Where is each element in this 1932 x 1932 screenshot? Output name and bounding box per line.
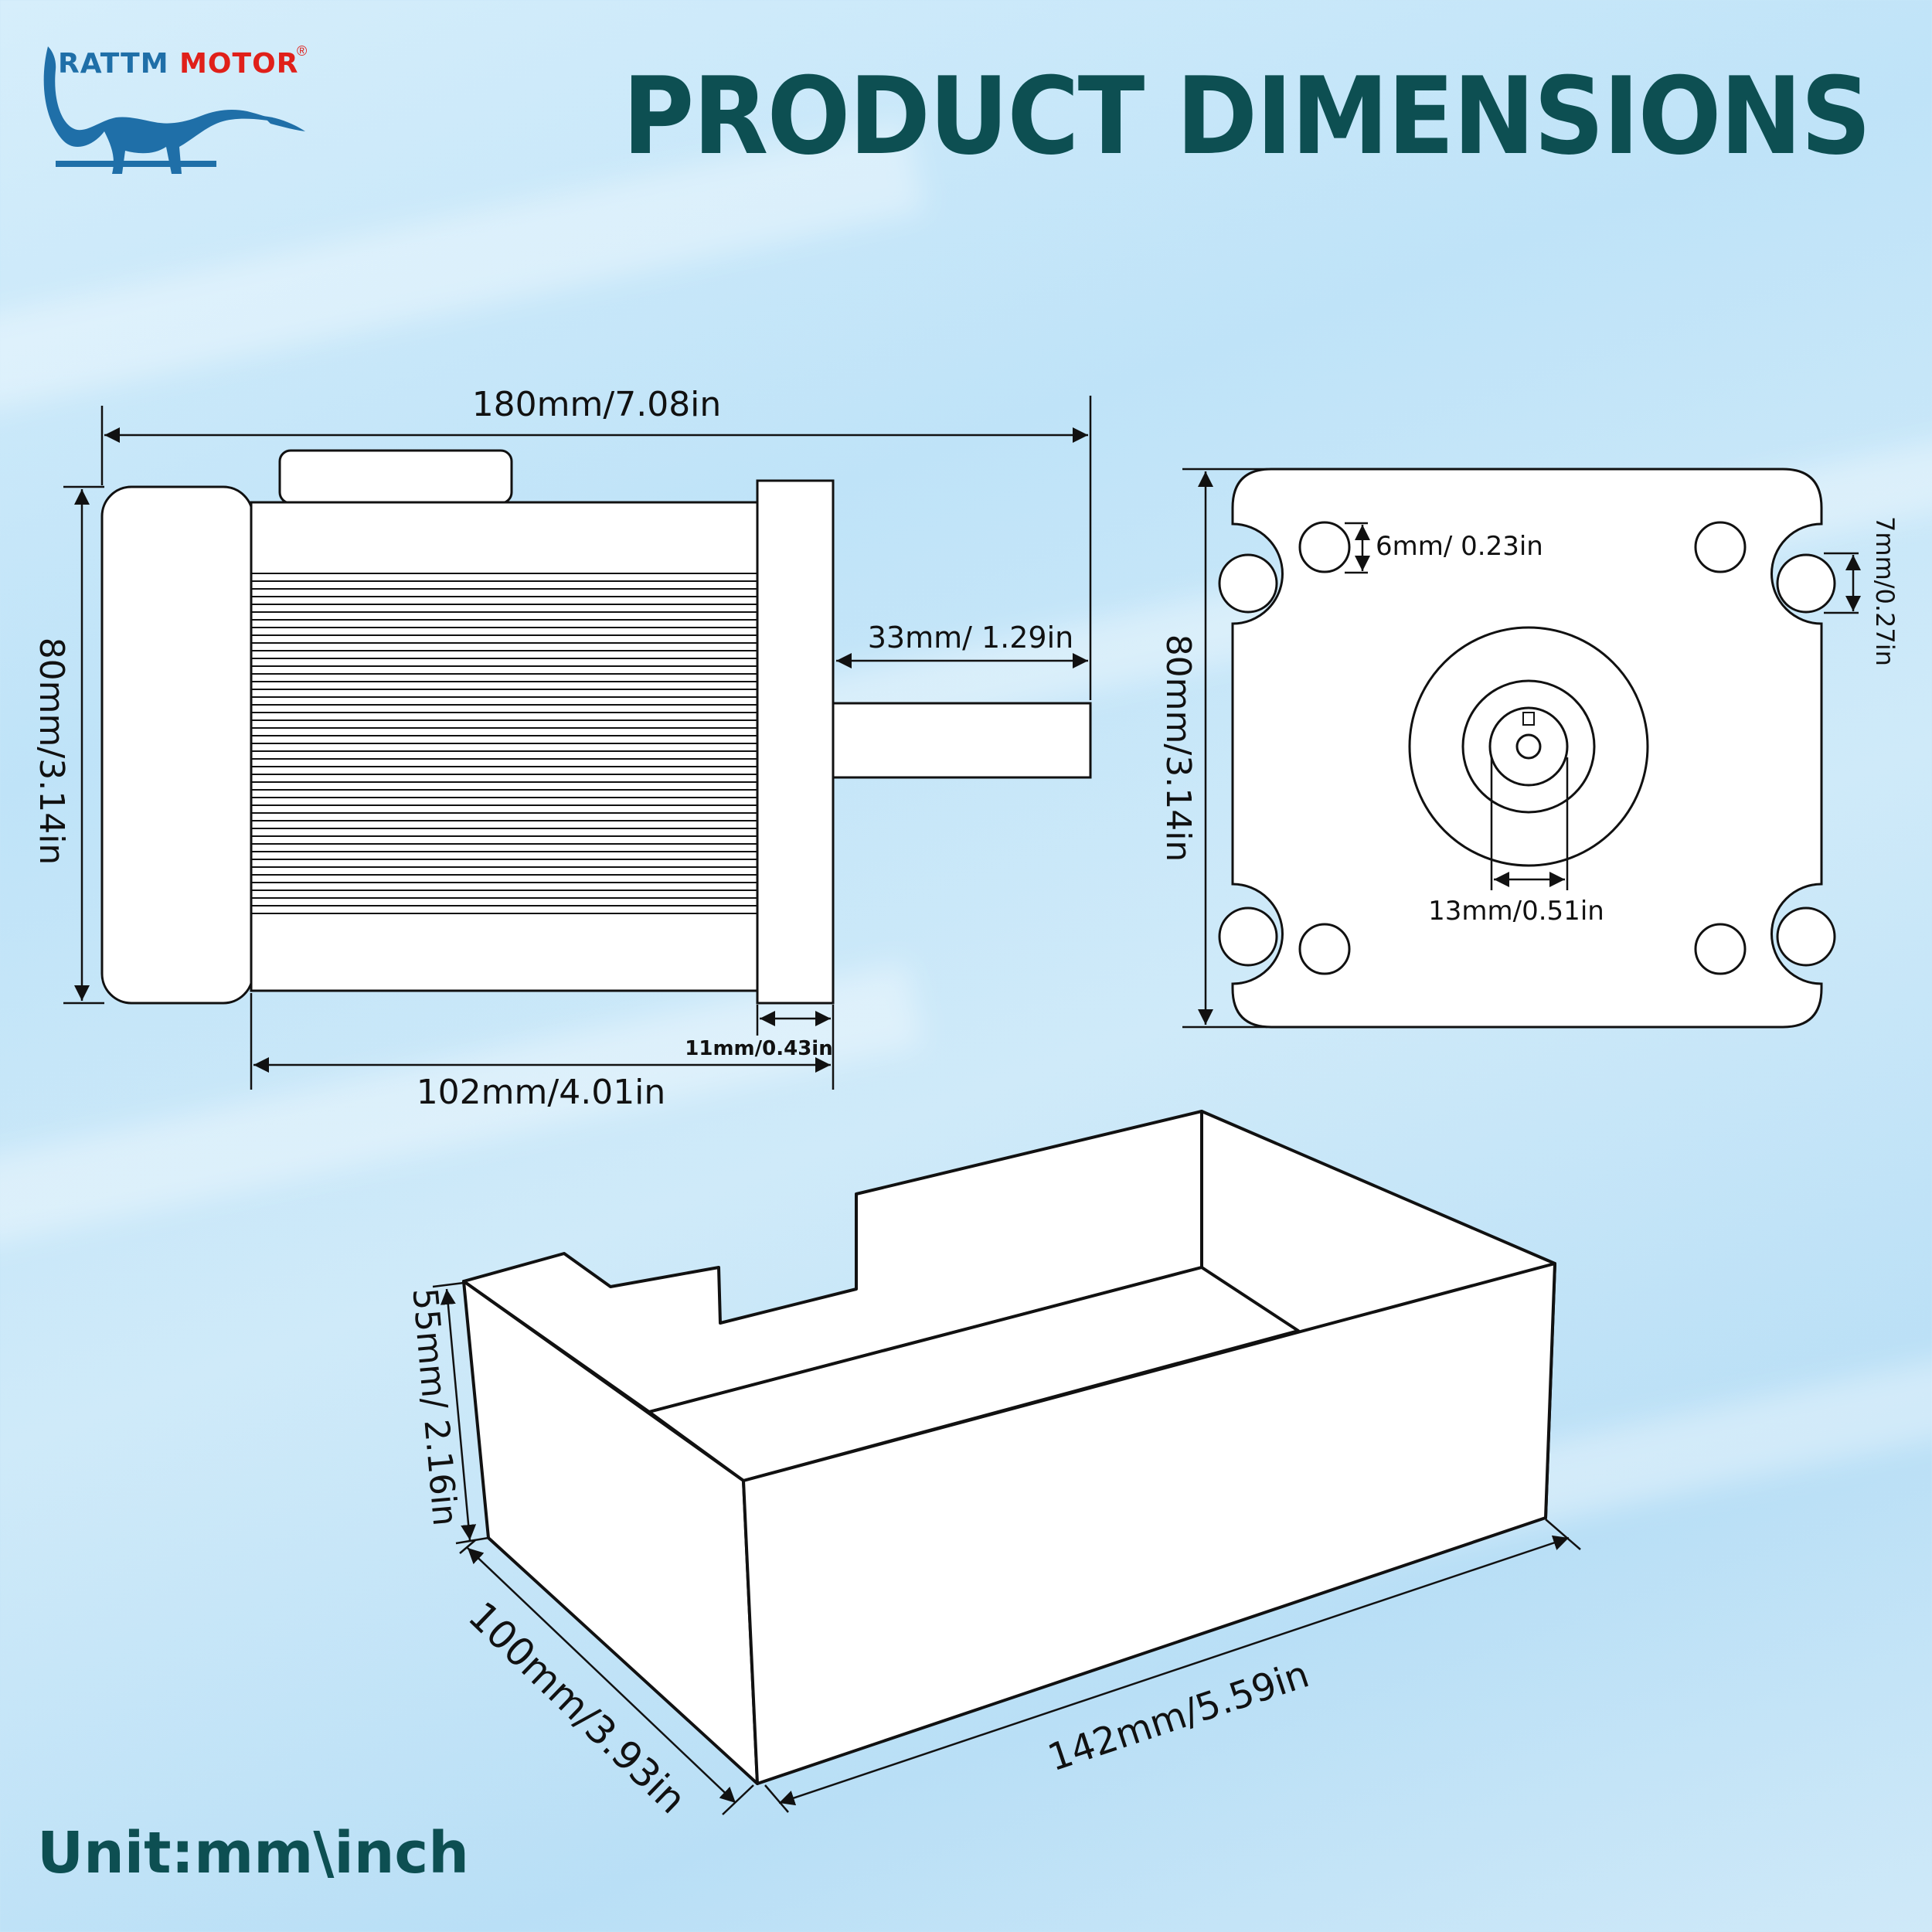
front-view-dimension-lines (1182, 468, 1861, 1029)
mount-hole-bottom-left (1298, 923, 1351, 975)
overall-length-label: 180mm/7.08in (472, 385, 722, 424)
mount-hole-top-right (1694, 521, 1747, 573)
brand-name-part1: RATTM (58, 48, 169, 80)
corner-hole-top-right (1776, 553, 1836, 614)
motor-rear-cap (100, 485, 254, 1005)
box-length-arrow (778, 1535, 1570, 1806)
corner-slot-label: 7mm/0.27in (1870, 516, 1900, 666)
body-length-label: 102mm/4.01in (417, 1073, 666, 1112)
box-height-arrow (440, 1288, 477, 1541)
motor-cooling-fins (251, 573, 757, 914)
brand-name: RATTM MOTOR (58, 48, 298, 80)
dinosaur-logo-icon (43, 46, 305, 174)
motor-body (250, 501, 759, 992)
side-view-drawing (100, 449, 1092, 1005)
box-dimension-lines (432, 1281, 1581, 1815)
mount-hole-bottom-right (1694, 923, 1747, 975)
packaging-box-drawing (462, 1110, 1556, 1785)
flange-thickness-label: 11mm/0.43in (685, 1037, 832, 1060)
front-view-drawing (1218, 468, 1836, 1029)
mount-hole-top-left (1298, 521, 1351, 573)
box-height-label: 55mm/ 2.16in (405, 1287, 465, 1528)
motor-flange (756, 479, 835, 1005)
front-height-label: 80mm/3.14in (1158, 634, 1198, 862)
shaft-diameter-label: 13mm/0.51in (1428, 896, 1604, 927)
shaft-key (1522, 712, 1535, 726)
mount-hole-label: 6mm/ 0.23in (1376, 531, 1543, 562)
registered-mark: ® (297, 43, 308, 59)
motor-shaft (832, 702, 1092, 779)
motor-terminal-box (278, 449, 513, 505)
side-view-labels: 180mm/7.08in 80mm/3.14in 33mm/ 1.29in 11… (32, 385, 1073, 1112)
page-title: PRODUCT DIMENSIONS (622, 54, 1872, 179)
corner-hole-bottom-right (1776, 906, 1836, 967)
unit-label: Unit:mm\inch (37, 1820, 469, 1886)
brand-name-part2: MOTOR (179, 48, 299, 80)
corner-hole-bottom-left (1218, 906, 1278, 967)
front-view-labels: 80mm/3.14in 6mm/ 0.23in 7mm/0.27in 13mm/… (1158, 516, 1900, 927)
box-depth-arrow (467, 1547, 736, 1804)
side-view-dimension-lines (63, 396, 1092, 1090)
side-height-label: 80mm/3.14in (32, 638, 71, 866)
corner-hole-top-left (1218, 553, 1278, 614)
shaft-center-hole (1515, 733, 1542, 760)
shaft-length-label: 33mm/ 1.29in (868, 621, 1074, 655)
brand-logo (39, 31, 317, 185)
